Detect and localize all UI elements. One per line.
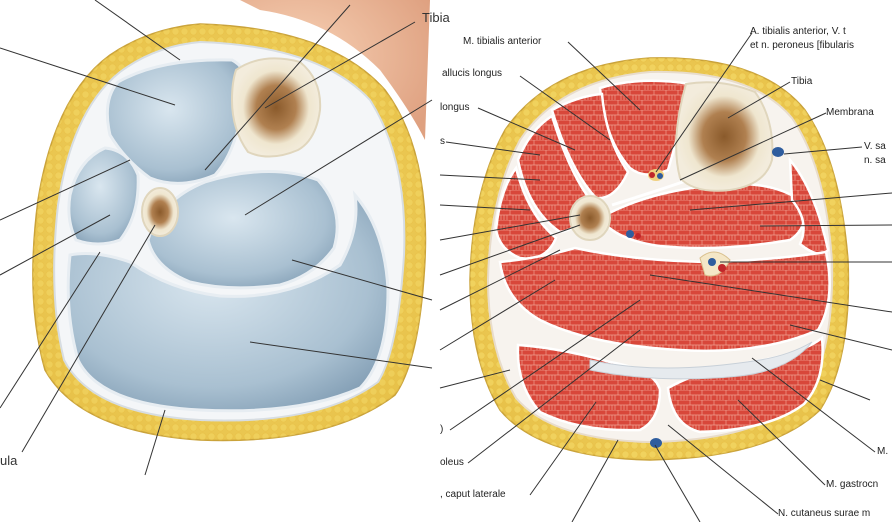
compartment-superficial-posterior	[66, 190, 390, 413]
label-m-fragment: M.	[877, 446, 889, 457]
leader-lines-left	[0, 0, 433, 476]
compartment-lateral	[67, 146, 140, 246]
v-saphena-parva	[650, 438, 662, 448]
m-soleus	[498, 246, 831, 353]
fibula-bone-left	[141, 187, 179, 237]
label-membrana: Membrana	[826, 107, 874, 118]
label-hallucis-longus: allucis longus	[442, 68, 503, 79]
left-panel-compartments	[0, 0, 433, 476]
vessels-anterior	[648, 169, 664, 181]
label-longus: longus	[440, 102, 470, 113]
label-gastrocnemius: M. gastrocn	[826, 479, 879, 490]
label-cutaneus-surae: N. cutaneus surae m	[778, 508, 871, 519]
label-v-saphena: V. sa	[864, 141, 886, 152]
tibia-bone-right	[675, 81, 774, 192]
m-extensor-hallucis-longus	[550, 92, 630, 200]
skin-area	[240, 0, 430, 140]
label-caput-laterale: , caput laterale	[440, 489, 506, 500]
label-tibia-left: Tibia	[422, 10, 450, 25]
label-tibialis-anterior: M. tibialis anterior	[463, 36, 542, 47]
right-panel-cross-section	[439, 32, 892, 522]
tibia-bone-left	[230, 57, 322, 158]
label-tibia-right: Tibia	[791, 76, 813, 87]
m-peroneus	[494, 165, 558, 260]
compartment-anterior	[105, 58, 248, 185]
compartment-deep-posterior	[146, 169, 339, 290]
tendon-aponeurosis	[589, 341, 813, 380]
vessels-peroneal	[626, 230, 641, 239]
label-vessels-line2: et n. peroneus [fibularis	[750, 40, 854, 51]
label-s-fragment: s	[440, 136, 445, 147]
label-soleus: oleus	[440, 457, 464, 468]
label-vessels-line1: A. tibialis anterior, V. t	[750, 26, 846, 37]
vessels-posterior-tibial	[699, 251, 731, 277]
label-paren-fragment: )	[440, 424, 444, 435]
label-fibula-left: ula	[0, 453, 18, 468]
fibula-bone-right	[569, 195, 611, 241]
leader-lines-right	[439, 32, 892, 522]
v-saphena-magna	[772, 147, 784, 157]
label-n-saphenus: n. sa	[864, 155, 886, 166]
